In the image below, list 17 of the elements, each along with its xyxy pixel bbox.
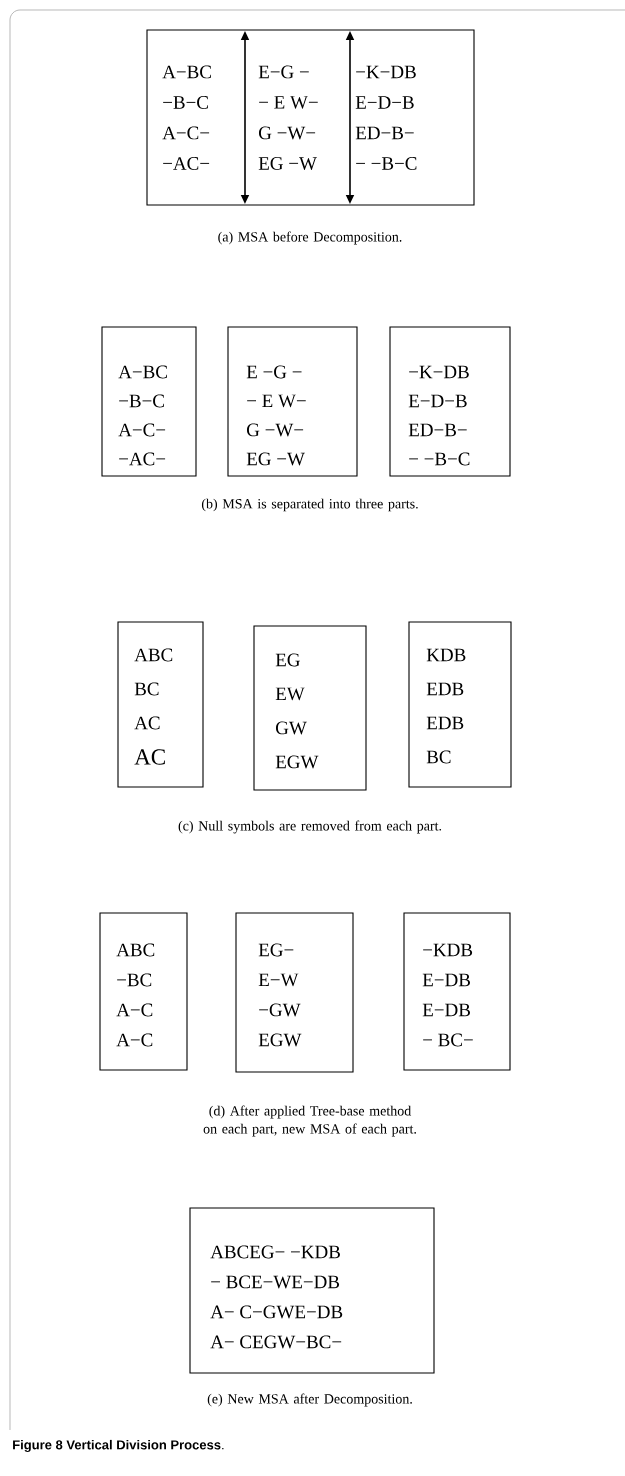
sequence-box: ABC BC AC AC bbox=[117, 621, 204, 788]
sequence-box: ABCEG− −KDB − BCE−WE−DB A− C−GWE−DB A− CEGW−BC− bbox=[189, 1207, 435, 1374]
panel-caption: (e) New MSA after Decomposition. bbox=[207, 1393, 412, 1407]
sequence-box: ABC −BC A−C A−C bbox=[99, 912, 188, 1071]
sequence-box: EG EW GW EGW bbox=[253, 625, 367, 791]
sequence-box: A−BC −B−C A−C− −AC− bbox=[101, 326, 197, 477]
sequence-box: KDB EDB EDB BC bbox=[408, 621, 512, 788]
panel-caption: (b) MSA is separated into three parts. bbox=[201, 498, 418, 512]
sequence-box: E −G − − E W− G −W− EG −W bbox=[227, 326, 358, 477]
sequence-box: −KDB E−DB E−DB − BC− bbox=[403, 912, 511, 1071]
sequence-box: −K−DB E−D−B ED−B− − −B−C bbox=[389, 326, 511, 477]
figure-caption: Figure 8 Vertical Division Process. bbox=[13, 1439, 224, 1453]
panel-caption: (a) MSA before Decomposition. bbox=[218, 231, 402, 245]
sequence-box: A−BC −B−C A−C− −AC− E−G − − E W− G −W− EG −W −K−DB E−D−B ED−B− − −B−C bbox=[146, 29, 475, 206]
panel-caption: (c) Null symbols are removed from each part. bbox=[178, 820, 442, 834]
panel-caption: (d) After applied Tree-base method on each part, new MSA of each part. bbox=[203, 1105, 416, 1137]
sequence-box: EG− E−W −GW EGW bbox=[235, 912, 354, 1073]
